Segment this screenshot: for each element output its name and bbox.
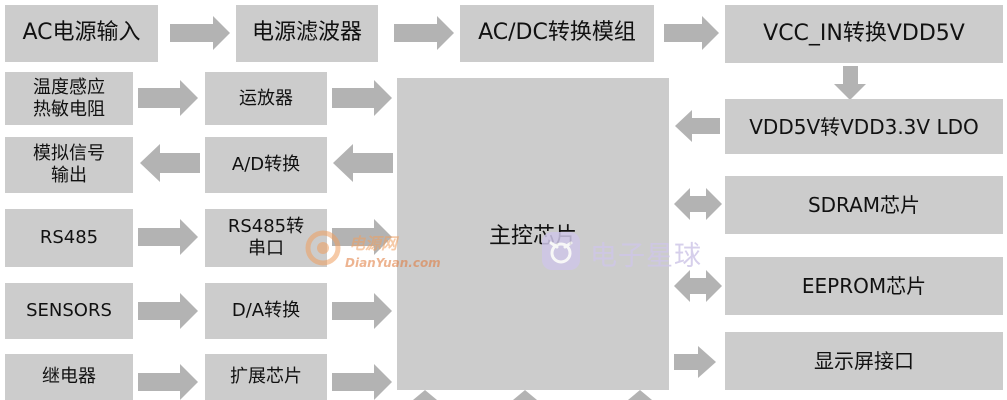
vcc-vdd5-label: VCC_IN转换VDD5V <box>763 20 965 46</box>
arrow-temp-to-opamp <box>138 80 198 116</box>
arrow-da-to-main <box>332 293 392 329</box>
temp-sensor-box: 温度感应 热敏电阻 <box>5 72 133 125</box>
expansion-label: 扩展芯片 <box>230 366 302 388</box>
dianyuan-watermark: 电源网 DianYuan.com <box>303 226 463 276</box>
ac-input-box: AC电源输入 <box>5 5 158 62</box>
dianyuan-domain: DianYuan.com <box>345 256 441 270</box>
sensors-box: SENSORS <box>5 283 133 339</box>
rs485-box: RS485 <box>5 209 133 267</box>
ad-convert-box: A/D转换 <box>205 137 327 193</box>
vdd3-ldo-label: VDD5V转VDD3.3V LDO <box>749 114 979 139</box>
eeprom-box: EEPROM芯片 <box>725 257 1003 315</box>
arrow-rs485-to-serial <box>138 219 198 255</box>
acdc-module-box: AC/DC转换模组 <box>460 5 654 62</box>
vcc-vdd5-box: VCC_IN转换VDD5V <box>725 5 1003 63</box>
arrow-sensors-to-da <box>138 293 198 329</box>
arrow-relay-to-expansion <box>138 364 198 400</box>
opamp-box: 运放器 <box>205 72 327 125</box>
arrow-ldo-to-main <box>675 110 720 142</box>
da-convert-box: D/A转换 <box>205 283 327 339</box>
arrow-expansion-to-main <box>332 364 392 400</box>
arrow-bottom-2 <box>513 390 537 400</box>
relay-label: 继电器 <box>42 366 96 388</box>
relay-box: 继电器 <box>5 354 133 400</box>
arrow-main-sdram <box>674 188 722 220</box>
arrow-main-eeprom <box>674 270 722 302</box>
arrow-filter-to-acdc <box>394 16 454 50</box>
arrow-serial-to-main <box>332 219 392 255</box>
sdram-label: SDRAM芯片 <box>807 193 921 217</box>
main-chip-box: 主控芯片 <box>397 78 669 390</box>
rs485-label: RS485 <box>39 227 99 249</box>
eeprom-label: EEPROM芯片 <box>801 274 927 298</box>
ac-input-label: AC电源输入 <box>22 20 141 46</box>
display-if-box: 显示屏接口 <box>725 332 1003 390</box>
dianyuan-logo-icon <box>305 230 341 266</box>
rs485-serial-label: RS485转 串口 <box>227 216 305 259</box>
expansion-box: 扩展芯片 <box>205 354 327 400</box>
power-filter-label: 电源滤波器 <box>251 20 362 46</box>
acdc-module-label: AC/DC转换模组 <box>478 20 636 46</box>
rs485-serial-box: RS485转 串口 <box>205 209 327 267</box>
arrow-main-to-display <box>674 346 716 378</box>
brand-watermark-text: 电子星球 <box>590 241 702 272</box>
arrow-main-to-ad <box>333 144 393 182</box>
analog-out-box: 模拟信号 输出 <box>5 137 133 193</box>
sdram-box: SDRAM芯片 <box>725 176 1003 234</box>
vdd3-ldo-box: VDD5V转VDD3.3V LDO <box>725 99 1003 154</box>
opamp-label: 运放器 <box>239 87 293 109</box>
brand-watermark: 电子星球 <box>540 228 715 274</box>
arrow-ad-to-analog <box>140 144 200 182</box>
arrow-opamp-to-main <box>332 80 392 116</box>
planet-logo-icon <box>542 232 580 270</box>
arrow-vcc-to-ldo <box>834 66 866 100</box>
sensors-label: SENSORS <box>26 300 112 322</box>
ad-convert-label: A/D转换 <box>231 154 301 176</box>
arrow-acdc-to-vcc <box>664 16 719 50</box>
display-if-label: 显示屏接口 <box>814 349 914 373</box>
arrow-bottom-1 <box>413 390 437 400</box>
analog-out-label: 模拟信号 输出 <box>33 143 105 186</box>
dianyuan-cn-name: 电源网 <box>349 234 398 253</box>
da-convert-label: D/A转换 <box>231 300 301 322</box>
arrow-ac-to-filter <box>170 16 230 50</box>
arrow-bottom-3 <box>628 390 652 400</box>
power-filter-box: 电源滤波器 <box>236 5 378 62</box>
temp-sensor-label: 温度感应 热敏电阻 <box>33 76 105 120</box>
